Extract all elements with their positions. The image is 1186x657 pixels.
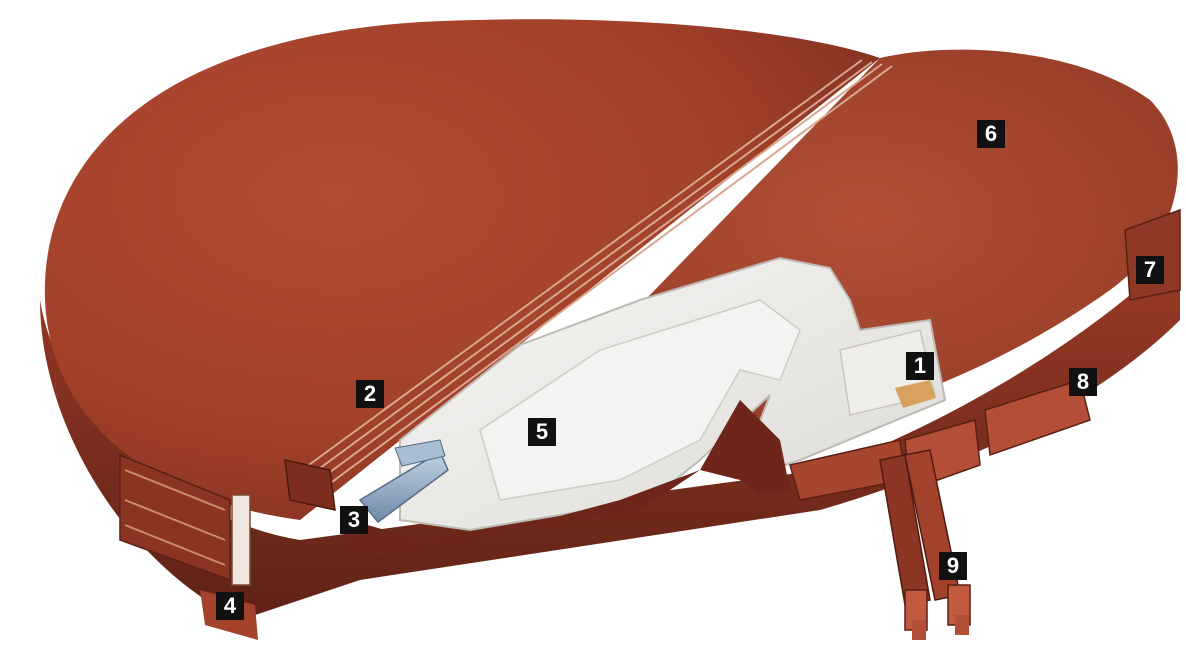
callout-1: 1 [906,352,934,380]
strap [880,450,970,640]
callout-9: 9 [939,552,967,580]
callout-7: 7 [1136,256,1164,284]
callout-5: 5 [528,418,556,446]
callout-2: 2 [356,380,384,408]
callout-4: 4 [216,592,244,620]
callout-8: 8 [1069,368,1097,396]
callout-3: 3 [340,506,368,534]
callout-6: 6 [977,120,1005,148]
